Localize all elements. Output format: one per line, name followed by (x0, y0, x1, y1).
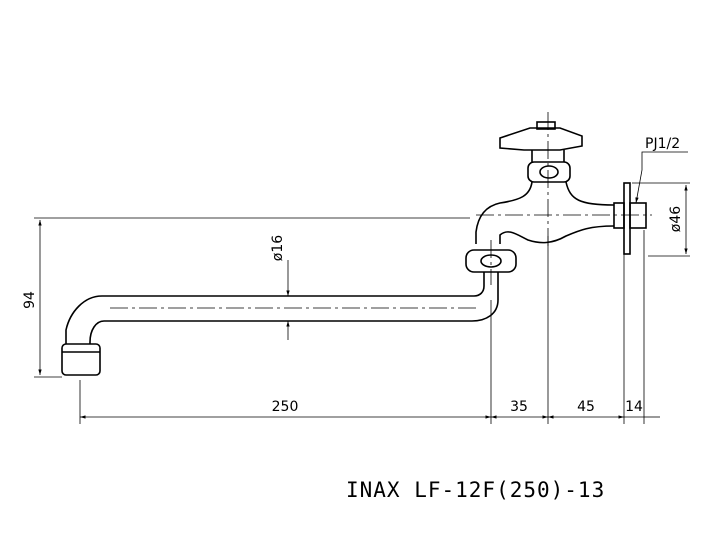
thread-label: PJ1/2 (645, 136, 680, 152)
extension-lines (34, 182, 690, 424)
model-label: INAX LF-12F(250)-13 (346, 478, 606, 502)
spout-pipe (65, 272, 485, 344)
dimension-lines (38, 151, 688, 419)
stem (531, 150, 565, 162)
thread-connector (613, 202, 625, 229)
handle-cap (536, 121, 556, 130)
thread-end (629, 202, 647, 229)
centerlines (110, 112, 652, 309)
thread-leader (635, 151, 688, 204)
spout-length-label: 250 (272, 399, 299, 415)
handle (499, 127, 583, 151)
body-length-label: 45 (577, 399, 595, 415)
pipe-diameter-label: ø16 (270, 235, 286, 261)
body-nut (527, 161, 571, 183)
body (475, 181, 615, 244)
wall-flange (623, 182, 631, 255)
aerator (61, 343, 101, 376)
body-offset-label: 35 (510, 399, 528, 415)
faucet-outline (61, 121, 647, 376)
flange-thickness-label: 14 (625, 399, 643, 415)
height-dim-label: 94 (22, 291, 38, 309)
flange-diameter-label: ø46 (668, 206, 684, 232)
